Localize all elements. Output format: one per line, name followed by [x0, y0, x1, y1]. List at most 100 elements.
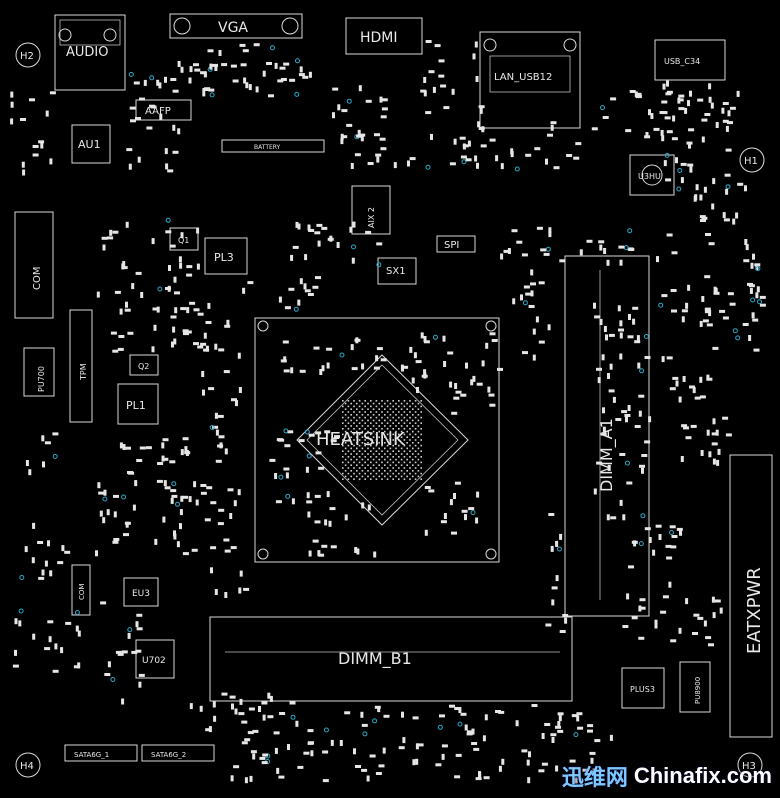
smd-pad: [547, 324, 551, 331]
inductor-pl1[interactable]: PL1: [117, 383, 159, 425]
smd-pad: [29, 98, 35, 102]
audio-connector[interactable]: AUDIO: [54, 14, 126, 91]
com-header-left[interactable]: COM: [14, 211, 54, 319]
smd-pad: [415, 758, 419, 765]
bga-ball: [414, 400, 417, 402]
plus3-chip[interactable]: PLUS3: [621, 667, 665, 709]
smd-pad: [380, 147, 387, 151]
via: [677, 168, 683, 173]
usb3-hub-u3hu[interactable]: U3HU: [629, 154, 675, 196]
bga-ball: [403, 478, 406, 480]
smd-pad: [574, 777, 578, 784]
watermark-brand: 迅维网: [561, 765, 628, 790]
smd-pad: [230, 546, 237, 550]
smd-pad: [197, 345, 204, 349]
smd-pad: [559, 630, 566, 633]
smd-pad: [376, 156, 380, 163]
tpm-header[interactable]: TPM: [69, 309, 93, 423]
smd-pad: [680, 456, 684, 462]
pu8900-chip[interactable]: PU8900: [679, 661, 711, 713]
smd-pad: [729, 302, 736, 306]
bga-ball: [364, 422, 366, 424]
smd-pad: [306, 500, 313, 504]
bga-ball: [378, 442, 380, 444]
hdmi-connector[interactable]: HDMI: [345, 17, 423, 55]
h2-label: H2: [20, 51, 34, 62]
smd-pad: [551, 586, 558, 590]
bga-ball: [378, 425, 380, 427]
bga-ball: [414, 411, 417, 413]
smd-pad: [349, 226, 353, 233]
com-header-lower[interactable]: COM: [71, 564, 91, 616]
smd-pad: [538, 769, 545, 773]
eu3-chip[interactable]: EU3: [123, 577, 159, 607]
smd-pad: [440, 84, 447, 88]
bga-ball: [386, 416, 389, 419]
mosfet-q2[interactable]: Q2: [129, 354, 159, 376]
spi-chip[interactable]: SPI: [436, 235, 476, 253]
bga-ball: [347, 400, 350, 402]
smd-pad: [722, 212, 726, 219]
pu700-chip[interactable]: PU700: [23, 347, 55, 397]
sata-port-2[interactable]: SATA6G_2: [141, 744, 215, 762]
via: [372, 718, 378, 724]
bga-ball: [353, 411, 355, 413]
via: [171, 481, 177, 487]
bga-ball: [389, 414, 392, 416]
battery-holder[interactable]: BATTERY: [221, 139, 325, 153]
smd-pad: [690, 424, 697, 428]
bga-ball: [384, 447, 386, 450]
bga-ball: [356, 419, 358, 422]
cpu-heatsink-area[interactable]: HEATSINK: [254, 317, 500, 563]
smd-pad: [639, 598, 646, 602]
smd-pad: [453, 493, 456, 499]
smd-pad: [487, 386, 491, 393]
lan-usb-connector[interactable]: LAN_USB12: [479, 31, 581, 129]
smd-pad: [182, 552, 189, 556]
bga-ball: [417, 419, 420, 422]
inductor-pl3[interactable]: PL3: [204, 237, 248, 275]
smd-pad: [381, 98, 388, 102]
bga-ball: [370, 456, 372, 458]
aafp-header[interactable]: AAFP: [135, 99, 192, 121]
bga-ball: [403, 405, 406, 408]
bga-ball: [381, 478, 383, 480]
via: [18, 608, 24, 614]
mosfet-q1[interactable]: Q1: [169, 227, 199, 251]
bga-ball: [378, 458, 380, 461]
vga-connector[interactable]: VGA: [169, 13, 303, 39]
bga-ball: [414, 428, 417, 430]
smd-pad: [313, 346, 320, 350]
vga-label: VGA: [218, 20, 248, 36]
usb34-connector[interactable]: USB_C34: [654, 39, 726, 81]
super-io-sx1[interactable]: SX1: [377, 257, 417, 285]
dimm-b1-slot[interactable]: DIMM_B1: [209, 616, 573, 702]
u702-chip[interactable]: U702: [135, 639, 175, 679]
smd-pad: [115, 650, 122, 654]
smd-pad: [326, 491, 330, 498]
sata-port-1[interactable]: SATA6G_1: [64, 744, 138, 762]
bga-ball: [364, 428, 366, 430]
smd-pad: [531, 704, 538, 707]
aix2-chip[interactable]: AIX 2: [351, 185, 391, 235]
bga-ball: [420, 478, 422, 480]
smd-pad: [675, 157, 678, 164]
smd-pad: [337, 104, 341, 111]
smd-pad: [521, 749, 528, 753]
smd-pad: [474, 41, 478, 48]
smd-pad: [295, 221, 299, 228]
eatx-power-connector[interactable]: EATXPWR: [729, 454, 773, 738]
bga-ball: [358, 405, 361, 408]
bga-ball: [386, 450, 389, 452]
smd-pad: [676, 527, 683, 531]
bga-ball: [361, 402, 364, 405]
via: [127, 627, 133, 633]
smd-pad: [361, 363, 365, 370]
smd-pad: [285, 472, 289, 479]
bga-ball: [400, 402, 403, 405]
dimm-a1-slot[interactable]: DIMM_A1: [564, 255, 650, 617]
smd-pad: [528, 751, 531, 758]
audio-codec-au1[interactable]: AU1: [71, 124, 111, 164]
bga-ball: [356, 425, 358, 427]
smd-pad: [541, 733, 545, 739]
